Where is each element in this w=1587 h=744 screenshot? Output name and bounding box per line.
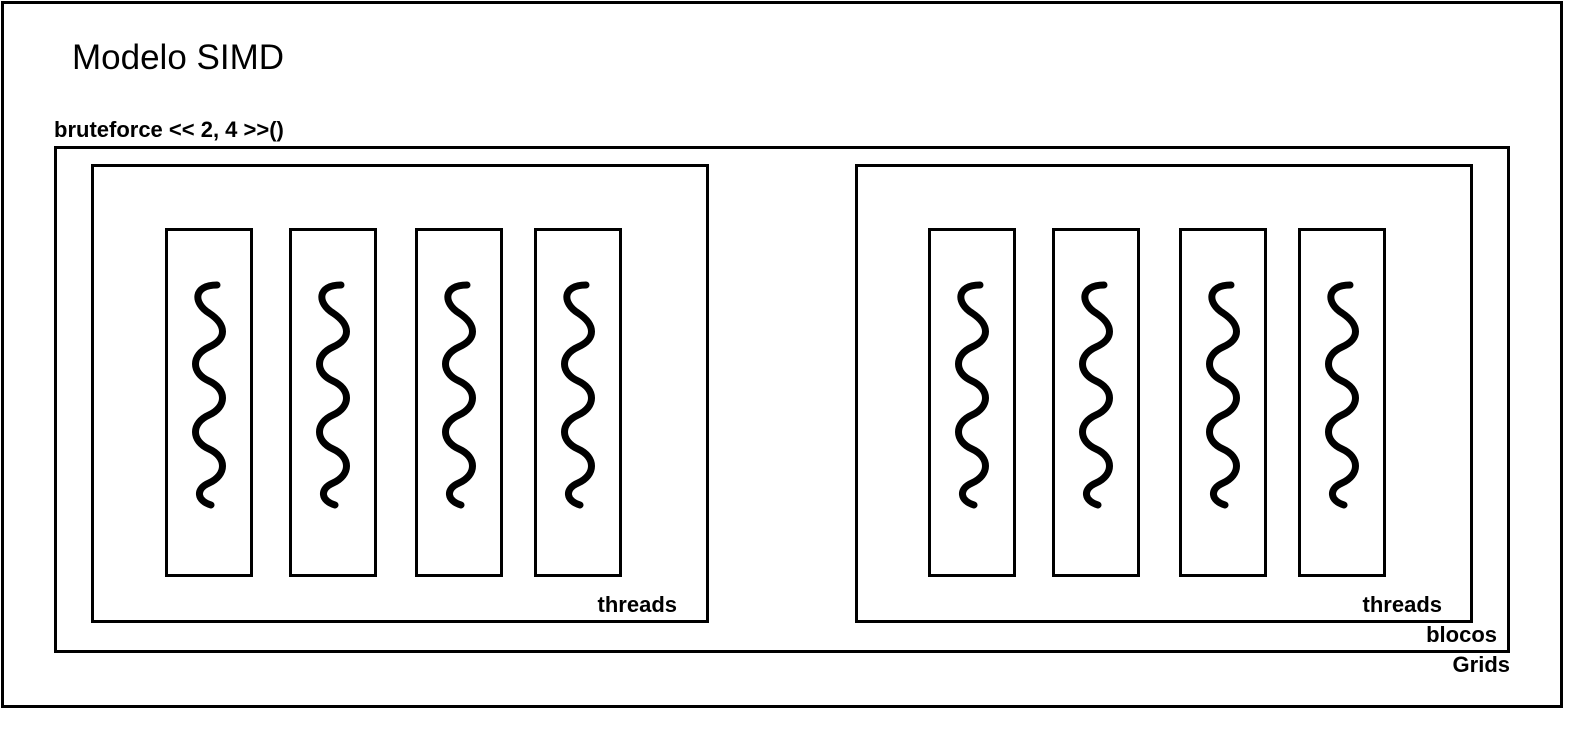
page-title: Modelo SIMD [72, 38, 285, 77]
blocks-label: blocos [1426, 622, 1497, 647]
threads-label-2: threads [1362, 592, 1442, 617]
thread-2-3 [1179, 228, 1267, 577]
threads-label-1: threads [597, 592, 677, 617]
thread-2-1 [928, 228, 1016, 577]
wavy-thread-icon [192, 281, 226, 509]
grid-container [54, 146, 1510, 653]
wavy-thread-icon [1206, 281, 1240, 509]
wavy-thread-icon [955, 281, 989, 509]
thread-1-2 [289, 228, 377, 577]
thread-2-4 [1298, 228, 1386, 577]
thread-1-4 [534, 228, 622, 577]
thread-2-2 [1052, 228, 1140, 577]
grids-label: Grids [1452, 652, 1510, 677]
block-1 [91, 164, 709, 623]
block-2 [855, 164, 1473, 623]
kernel-call-label: bruteforce << 2, 4 >>() [54, 117, 284, 142]
wavy-thread-icon [442, 281, 476, 509]
wavy-thread-icon [316, 281, 350, 509]
wavy-thread-icon [1325, 281, 1359, 509]
wavy-thread-icon [561, 281, 595, 509]
thread-1-3 [415, 228, 503, 577]
wavy-thread-icon [1079, 281, 1113, 509]
thread-1-1 [165, 228, 253, 577]
diagram-frame [1, 1, 1563, 708]
